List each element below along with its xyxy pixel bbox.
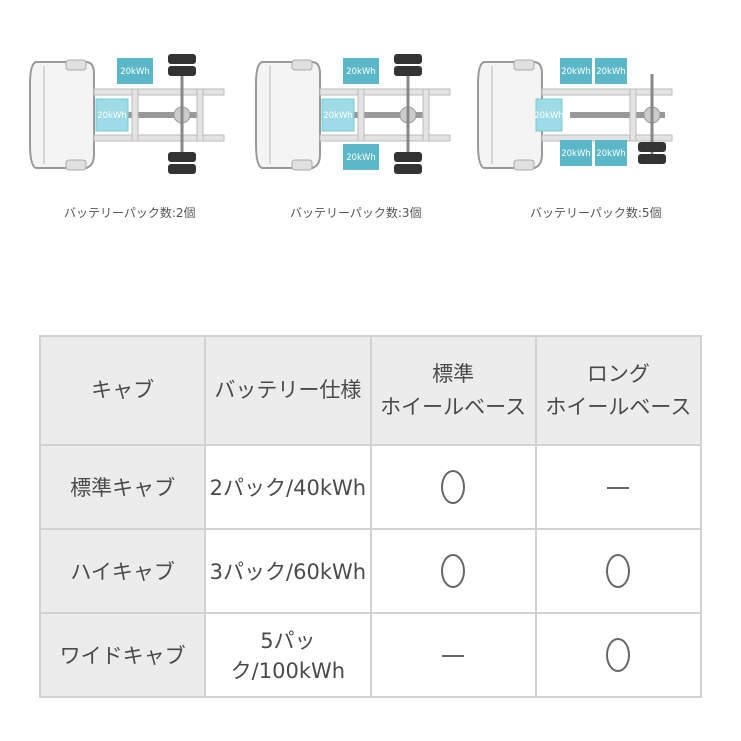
diagram-caption: バッテリーパック数:3個 [290, 206, 422, 220]
unavailable-dash-icon [442, 655, 465, 657]
header-cab: キャブ [38, 335, 207, 446]
available-circle-icon [606, 638, 631, 672]
diagram-caption: バッテリーパック数:5個 [530, 206, 662, 220]
chassis-diagram-2-packs: 20kWh 20kWh [22, 44, 232, 184]
battery-pack-label: 20kWh [561, 67, 591, 77]
available-circle-icon [441, 554, 466, 588]
header-battery: バッテリー仕様 [204, 335, 372, 446]
long-cell: 〇 [534, 528, 703, 614]
battery-pack-label: 20kWh [596, 149, 626, 159]
available-circle-icon [441, 470, 466, 504]
header-standard-wheelbase: 標準 ホイールベース [369, 335, 537, 446]
battery-pack-label: 20kWh [120, 67, 150, 77]
battery-pack-label: 20kWh [561, 149, 591, 159]
cab-cell: 標準キャブ [38, 444, 207, 530]
battery-pack [343, 144, 379, 170]
standard-cell: ー [369, 612, 537, 698]
chassis-svg: 20kWh 20kWh 20kWh 20kWh 20kWh [477, 58, 673, 171]
battery-pack [343, 58, 379, 84]
battery-pack-label: 20kWh [97, 111, 127, 121]
battery-cell: 2パック/40kWh [204, 444, 372, 530]
battery-cell: 5パック/100kWh [204, 612, 372, 698]
table-row: ハイキャブ 3パック/60kWh 〇 〇 [38, 528, 703, 614]
cab-outline [255, 61, 321, 169]
battery-pack [595, 58, 627, 84]
table-row: 標準キャブ 2パック/40kWh 〇 ー [38, 444, 703, 530]
unavailable-dash-icon [607, 487, 630, 489]
cab-outline [477, 61, 543, 169]
available-circle-icon [606, 554, 631, 588]
battery-pack [95, 98, 129, 132]
battery-pack-label: 20kWh [323, 111, 353, 121]
spec-table: キャブ バッテリー仕様 標準 ホイールベース ロング ホイールベース 標準キャブ… [38, 335, 703, 698]
chassis-diagram-5-packs: 20kWh 20kWh 20kWh 20kWh 20kWh [470, 44, 680, 184]
long-cell: 〇 [534, 612, 703, 698]
standard-cell: 〇 [369, 528, 537, 614]
standard-cell: 〇 [369, 444, 537, 530]
battery-pack-label: 20kWh [346, 67, 376, 77]
chassis-svg: 20kWh 20kWh [29, 54, 225, 174]
battery-pack [117, 58, 153, 84]
header-long-wheelbase: ロング ホイールベース [534, 335, 703, 446]
battery-pack [560, 58, 592, 84]
battery-cell: 3パック/60kWh [204, 528, 372, 614]
cab-outline [29, 61, 95, 169]
battery-pack-label: 20kWh [346, 153, 376, 163]
chassis-svg: 20kWh 20kWh 20kWh [255, 54, 451, 174]
battery-pack [321, 98, 355, 132]
cab-cell: ワイドキャブ [38, 612, 207, 698]
diagram-caption: バッテリーパック数:2個 [64, 206, 196, 220]
battery-pack [595, 140, 627, 166]
chassis-diagram-3-packs: 20kWh 20kWh 20kWh [248, 44, 458, 184]
battery-pack [560, 140, 592, 166]
battery-pack-label: 20kWh [534, 111, 564, 121]
battery-pack [535, 98, 563, 132]
table-row: ワイドキャブ 5パック/100kWh ー 〇 [38, 612, 703, 698]
battery-pack-label: 20kWh [596, 67, 626, 77]
cab-cell: ハイキャブ [38, 528, 207, 614]
long-cell: ー [534, 444, 703, 530]
table-header-row: キャブ バッテリー仕様 標準 ホイールベース ロング ホイールベース [38, 335, 703, 446]
